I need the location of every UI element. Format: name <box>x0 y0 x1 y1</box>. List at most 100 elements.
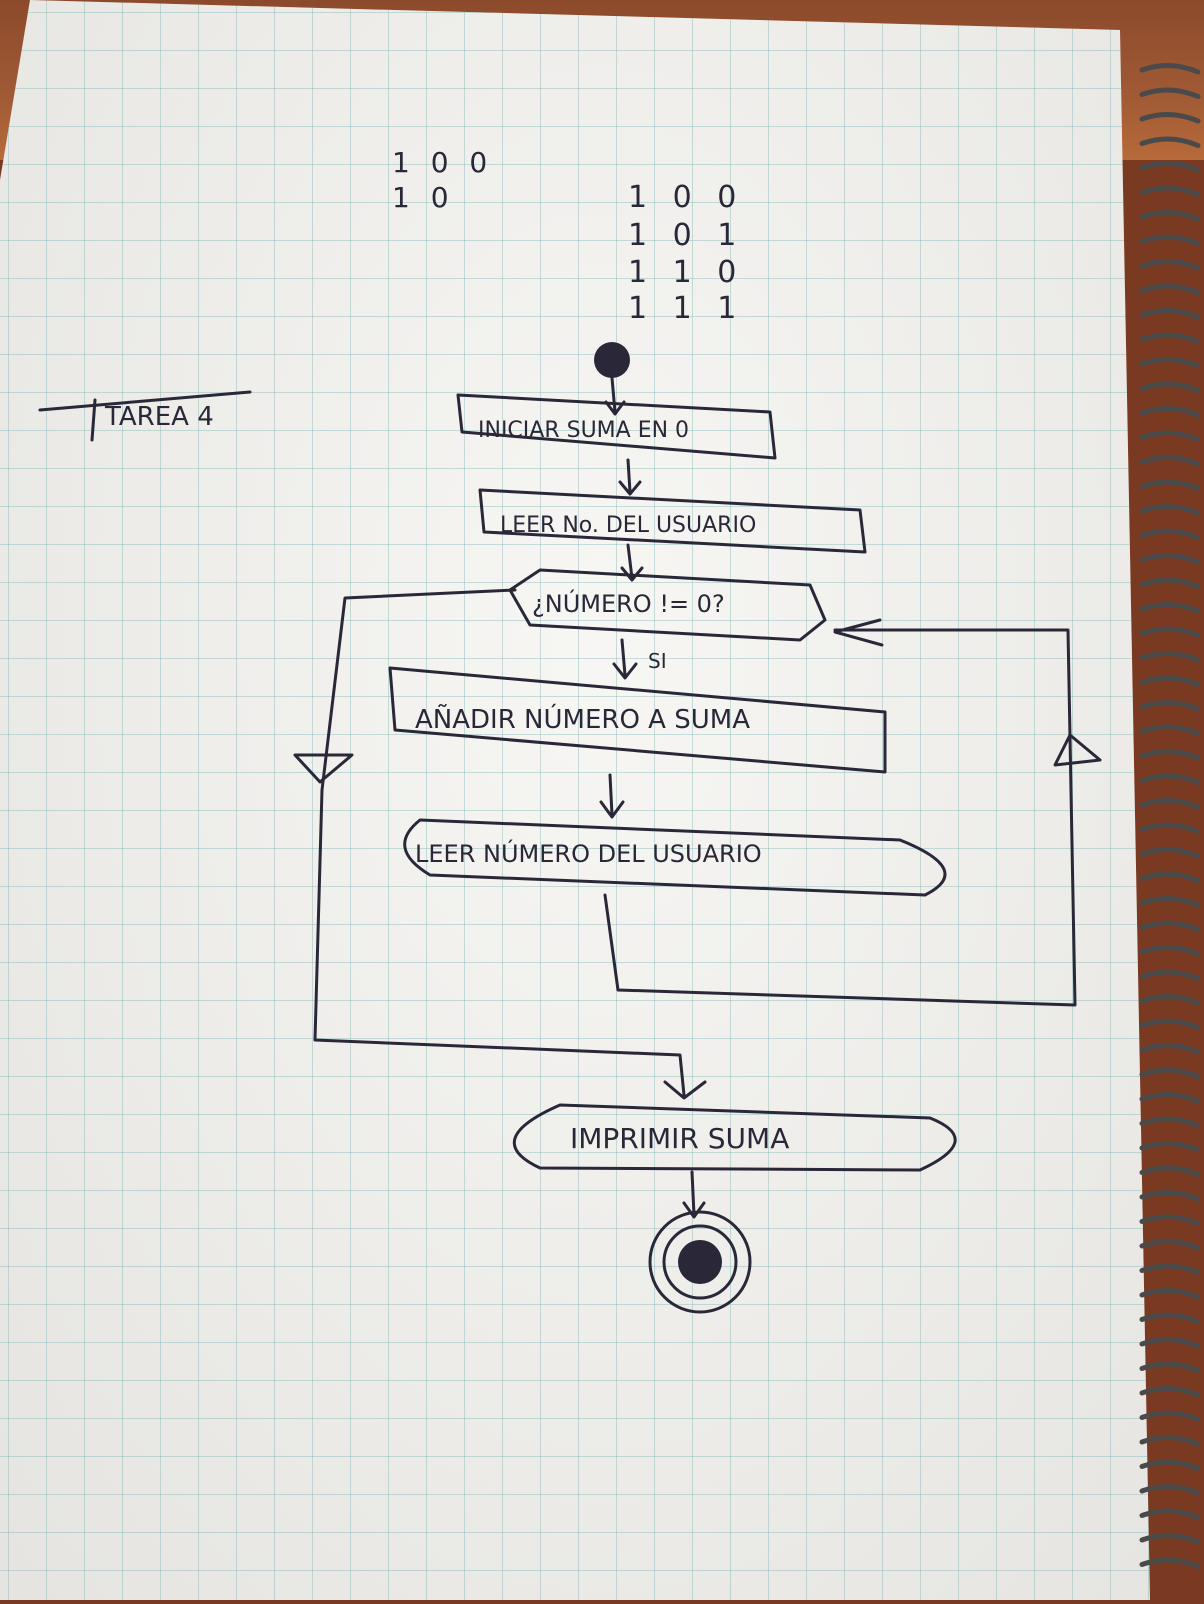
spiral-ring <box>1139 479 1201 491</box>
spiral-ring <box>1139 1508 1201 1520</box>
loop-back-arrowhead <box>833 618 884 647</box>
spiral-ring <box>1139 602 1201 614</box>
spiral-ring <box>1139 504 1201 516</box>
spiral-ring <box>1139 1141 1201 1153</box>
arrow-start-to-init <box>604 376 626 416</box>
spiral-ring <box>1139 773 1201 785</box>
arrow-add-to-read <box>599 773 625 819</box>
spiral-ring <box>1139 185 1201 197</box>
spiral-ring <box>1139 1116 1201 1128</box>
spiral-ring <box>1139 1165 1201 1177</box>
arrow-condition-yes <box>612 638 638 680</box>
spiral-ring <box>1139 1190 1201 1202</box>
spiral-ring <box>1139 259 1201 271</box>
spiral-ring <box>1139 945 1201 957</box>
spiral-ring <box>1139 1043 1201 1055</box>
spiral-ring <box>1139 210 1201 222</box>
read-first-box <box>478 488 867 554</box>
end-node-core <box>678 1240 722 1284</box>
loop-back-line <box>603 628 1077 1007</box>
binary-small-row-1: 1 0 0 <box>392 146 493 179</box>
spiral-ring <box>1139 1239 1201 1251</box>
condition-label: ¿NÚMERO != 0? <box>532 588 725 618</box>
spiral-ring <box>1139 724 1201 736</box>
spiral-ring <box>1139 847 1201 859</box>
loop-up-arrowhead <box>1053 733 1102 767</box>
print-label: IMPRIMIR SUMA <box>570 1122 789 1155</box>
print-action-box <box>512 1103 957 1172</box>
spiral-ring <box>1139 871 1201 883</box>
label-stroke <box>90 398 97 442</box>
exit-no-line <box>313 588 686 1097</box>
notebook-spiral-binding <box>1132 60 1204 1600</box>
yes-label: SI <box>648 649 667 673</box>
spiral-ring <box>1139 87 1201 99</box>
spiral-ring <box>1139 920 1201 932</box>
spiral-ring <box>1139 406 1201 418</box>
arrow-exit-to-print <box>663 1080 707 1100</box>
spiral-ring <box>1139 1312 1201 1324</box>
add-action-box <box>388 666 887 774</box>
spiral-ring <box>1139 651 1201 663</box>
spiral-ring <box>1139 1263 1201 1275</box>
spiral-ring <box>1139 1557 1201 1569</box>
spiral-ring <box>1139 1533 1201 1545</box>
spiral-ring <box>1139 283 1201 295</box>
spiral-ring <box>1139 994 1201 1006</box>
spiral-ring <box>1139 577 1201 589</box>
spiral-ring <box>1139 1337 1201 1349</box>
read-first-label: LEER No. DEL USUARIO <box>500 513 756 538</box>
spiral-ring <box>1139 1018 1201 1030</box>
spiral-ring <box>1139 700 1201 712</box>
spiral-ring <box>1139 381 1201 393</box>
spiral-ring <box>1139 626 1201 638</box>
spiral-ring <box>1139 553 1201 565</box>
spiral-ring <box>1139 63 1201 75</box>
spiral-ring <box>1139 1214 1201 1226</box>
read-next-label: LEER NÚMERO DEL USUARIO <box>415 838 762 868</box>
binary-small-row-2: 1 0 <box>392 181 455 214</box>
spiral-ring <box>1139 749 1201 761</box>
condition-decision <box>508 568 827 642</box>
spiral-ring <box>1139 1484 1201 1496</box>
init-action-box <box>456 393 777 460</box>
end-node-ring <box>662 1224 738 1300</box>
spiral-ring <box>1139 430 1201 442</box>
spiral-ring <box>1139 675 1201 687</box>
binary-table-row-2: 1 0 1 <box>628 218 744 253</box>
spiral-ring <box>1139 234 1201 246</box>
arrow-print-to-end <box>682 1170 706 1219</box>
spiral-ring <box>1139 332 1201 344</box>
arrow-init-to-read <box>618 458 642 496</box>
binary-table-row-3: 1 1 0 <box>628 255 744 290</box>
spiral-ring <box>1139 969 1201 981</box>
binary-table-row-1: 1 0 0 <box>628 180 744 215</box>
exit-down-arrowhead <box>293 753 354 784</box>
spiral-ring <box>1139 528 1201 540</box>
read-next-box <box>403 818 947 897</box>
spiral-ring <box>1139 112 1201 124</box>
start-node <box>594 342 630 378</box>
spiral-ring <box>1139 136 1201 148</box>
spiral-ring <box>1139 822 1201 834</box>
spiral-ring <box>1139 1092 1201 1104</box>
spiral-ring <box>1139 1288 1201 1300</box>
label-underline <box>38 390 252 412</box>
spiral-ring <box>1139 455 1201 467</box>
spiral-ring <box>1139 1386 1201 1398</box>
spiral-ring <box>1139 1435 1201 1447</box>
binary-table-row-4: 1 1 1 <box>628 291 744 326</box>
spiral-ring <box>1139 1361 1201 1373</box>
spiral-ring <box>1139 1067 1201 1079</box>
spiral-ring <box>1139 798 1201 810</box>
add-label: AÑADIR NÚMERO A SUMA <box>415 703 750 735</box>
spiral-ring <box>1139 357 1201 369</box>
arrow-read-to-condition <box>620 543 644 582</box>
page-label: TAREA 4 <box>104 402 214 432</box>
spiral-ring <box>1139 1410 1201 1422</box>
spiral-ring <box>1139 161 1201 173</box>
init-label: INICIAR SUMA EN 0 <box>478 418 689 443</box>
spiral-ring <box>1139 896 1201 908</box>
spiral-ring <box>1139 1459 1201 1471</box>
